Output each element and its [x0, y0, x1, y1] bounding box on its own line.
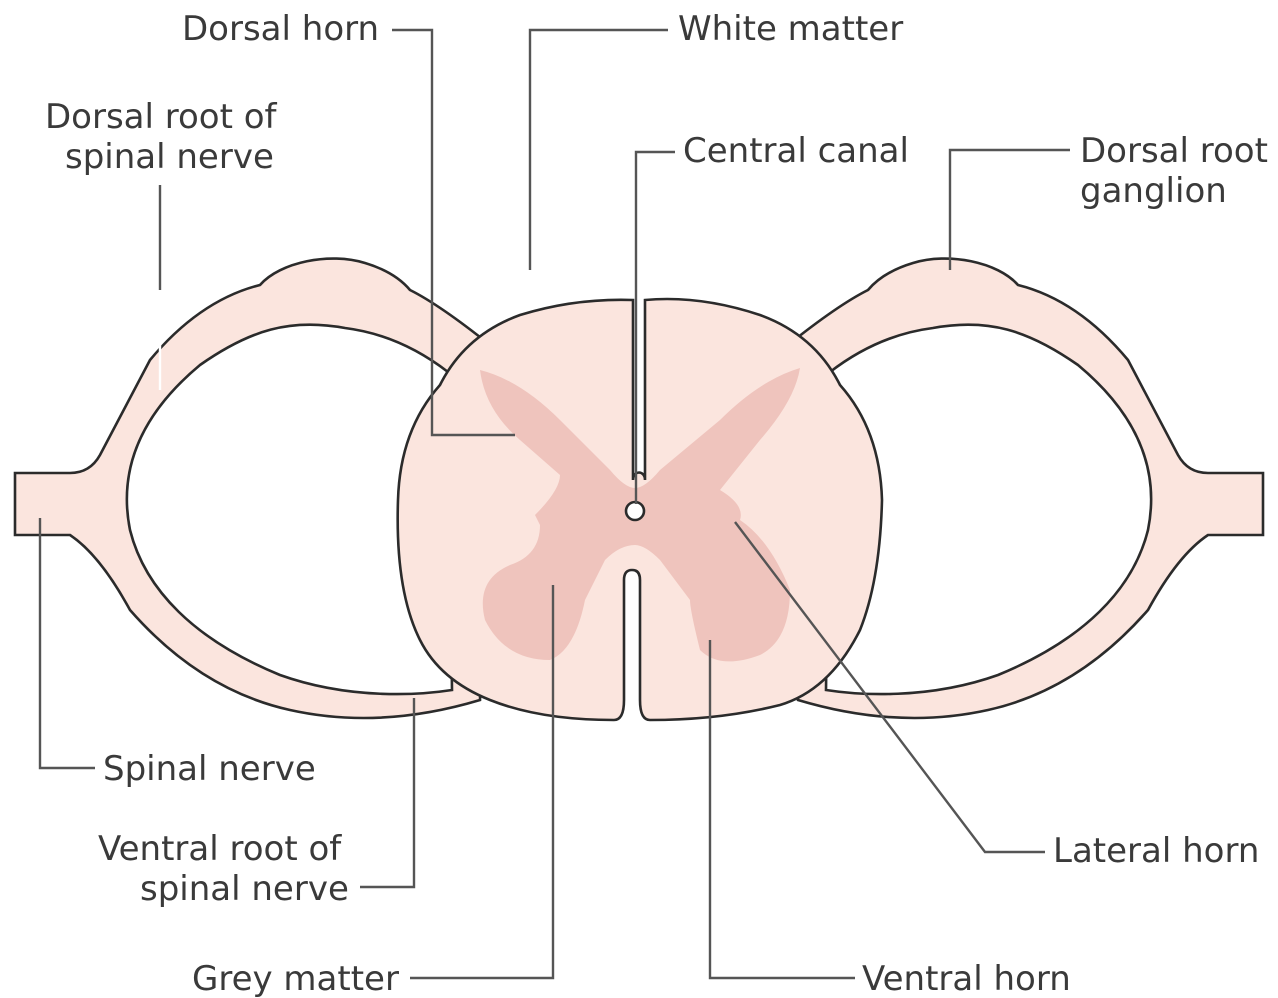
leader-spinal-nerve: [40, 518, 95, 768]
central-canal-hole: [626, 502, 644, 520]
label-white-matter: White matter: [678, 9, 903, 49]
label-spinal-nerve: Spinal nerve: [103, 749, 316, 789]
label-ventral-root-line1: Ventral root of: [98, 829, 342, 869]
label-dorsal-root-line2: spinal nerve: [65, 137, 274, 177]
label-grey-matter: Grey matter: [192, 959, 399, 998]
label-dorsal-root-ganglion-line1: Dorsal root: [1080, 131, 1268, 171]
leader-ventral-root: [360, 698, 414, 887]
label-dorsal-root-ganglion-line2: ganglion: [1080, 171, 1227, 211]
label-lateral-horn: Lateral horn: [1053, 831, 1259, 871]
label-dorsal-horn: Dorsal horn: [182, 9, 379, 49]
label-dorsal-root-line1: Dorsal root of: [45, 97, 278, 137]
leader-ganglion: [950, 150, 1070, 270]
label-ventral-horn: Ventral horn: [862, 959, 1071, 998]
label-central-canal: Central canal: [683, 131, 909, 171]
leader-white-matter: [530, 30, 668, 270]
label-ventral-root-line2: spinal nerve: [140, 869, 349, 909]
